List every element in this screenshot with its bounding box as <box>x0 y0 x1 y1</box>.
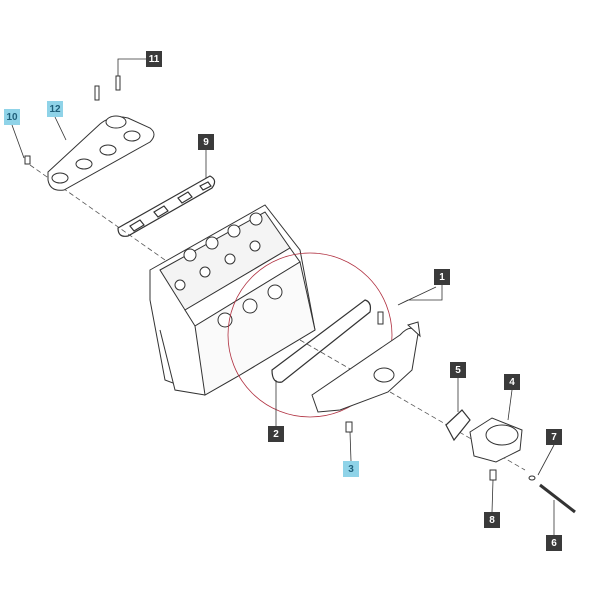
callout-10[interactable]: 10 <box>4 109 20 125</box>
long-bolt <box>539 483 576 514</box>
callout-8[interactable]: 8 <box>484 512 500 528</box>
callout-6[interactable]: 6 <box>546 535 562 551</box>
callout-9[interactable]: 9 <box>198 134 214 150</box>
manifold-bolt <box>24 155 31 165</box>
intake-gasket <box>271 299 372 383</box>
intake-manifold <box>311 311 421 413</box>
callout-12[interactable]: 12 <box>47 101 63 117</box>
callout-5[interactable]: 5 <box>450 362 466 378</box>
callout-4[interactable]: 4 <box>504 374 520 390</box>
callout-7[interactable]: 7 <box>546 429 562 445</box>
throttle-gasket <box>445 409 471 442</box>
callout-3[interactable]: 3 <box>343 461 359 477</box>
leader-lines <box>11 58 555 535</box>
callout-2[interactable]: 2 <box>268 426 284 442</box>
engine-block <box>149 204 316 396</box>
intake-bolt <box>345 421 353 433</box>
throttle-bolt <box>489 469 497 481</box>
manifold-studs <box>94 75 121 101</box>
manifold-gasket <box>117 175 216 237</box>
washer <box>528 475 536 481</box>
highlight-circle <box>227 252 393 418</box>
callout-11[interactable]: 11 <box>146 51 162 67</box>
callout-1[interactable]: 1 <box>434 269 450 285</box>
exhaust-manifold <box>47 115 155 191</box>
throttle-body <box>469 417 523 463</box>
